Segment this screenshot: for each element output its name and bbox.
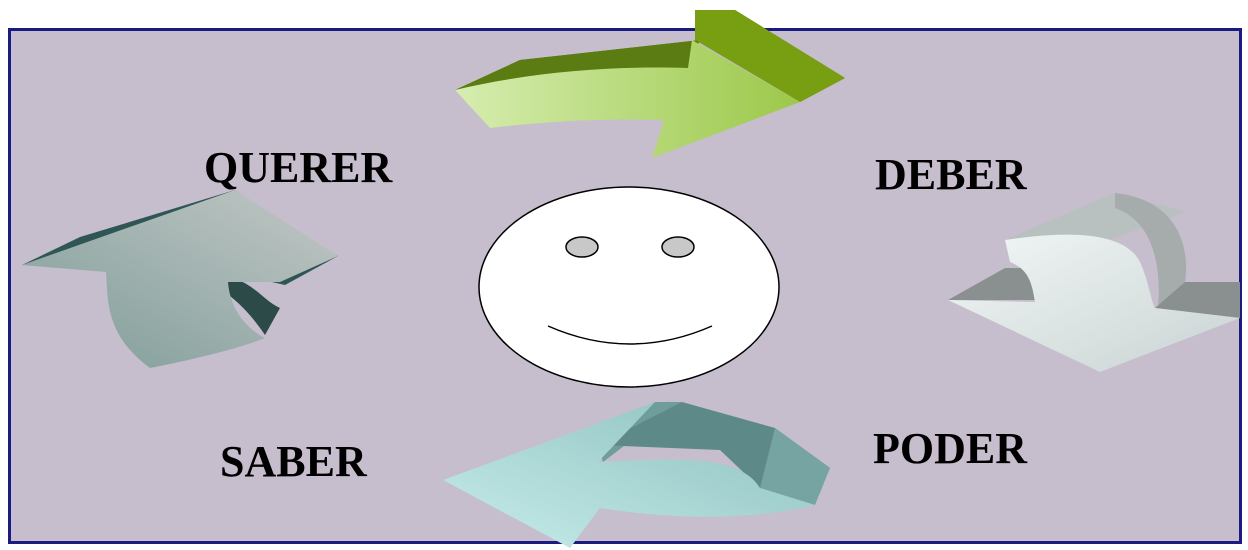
face-outline xyxy=(479,187,779,387)
label-querer: QUERER xyxy=(204,146,392,190)
curved-arrow-up-icon xyxy=(22,190,338,368)
smiley-face-icon xyxy=(479,187,779,387)
left-eye xyxy=(566,237,598,257)
label-deber: DEBER xyxy=(875,153,1027,197)
label-saber: SABER xyxy=(220,440,367,484)
curved-arrow-down-icon xyxy=(948,193,1240,372)
right-eye xyxy=(662,237,694,257)
curved-arrow-right-icon xyxy=(455,10,845,158)
curved-arrow-left-icon xyxy=(443,402,830,548)
label-poder: PODER xyxy=(873,427,1027,471)
